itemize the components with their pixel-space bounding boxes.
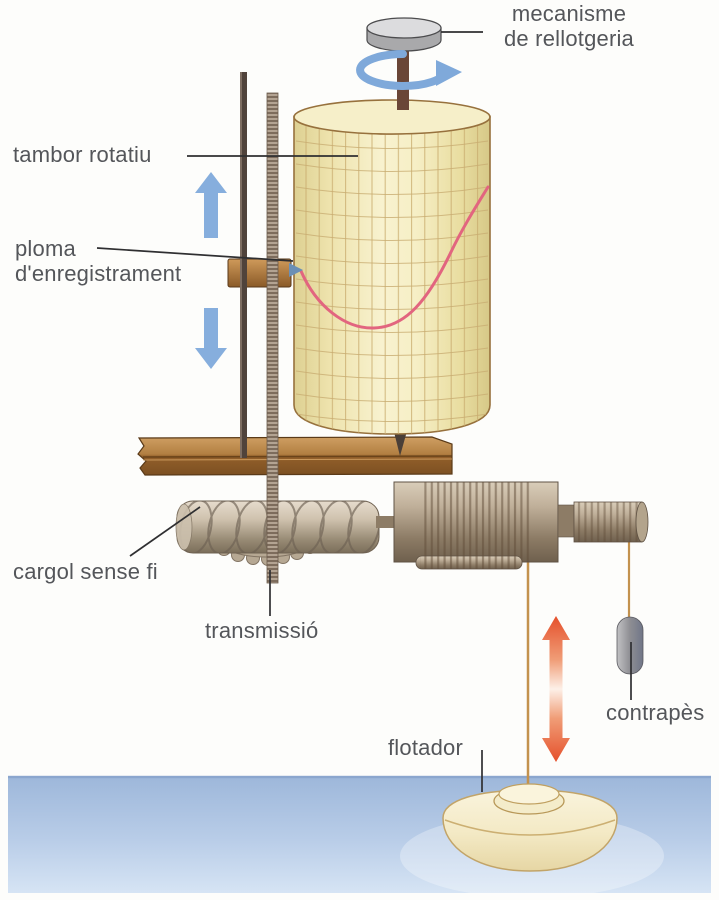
- pen-down-arrow-icon: [195, 308, 227, 369]
- label-worm-screw: cargol sense fi: [13, 559, 158, 584]
- label-recording-pen: ploma d'enregistrament: [15, 236, 182, 286]
- guide-rods: [240, 72, 279, 584]
- pen-up-arrow-icon: [195, 172, 227, 238]
- rotation-arrowhead-icon: [436, 60, 462, 86]
- drum-axle: [557, 504, 575, 538]
- recorded-curve: [299, 185, 490, 330]
- float-motion-arrow-icon: [542, 616, 570, 762]
- pen-carriage: [227, 258, 303, 288]
- recording-drum: [293, 99, 491, 435]
- drive-shaft: [397, 44, 409, 110]
- counterweight-body: [616, 616, 644, 675]
- label-clockwork-line2: de rellotgeria: [504, 25, 634, 51]
- guide-rod: [240, 72, 247, 458]
- label-pen-line1: ploma: [15, 236, 76, 261]
- float-body: [442, 789, 618, 872]
- worm-axle: [376, 516, 396, 528]
- pen-nib: [289, 263, 303, 277]
- float-knob-top: [498, 783, 560, 805]
- leader-pen: [96, 247, 294, 262]
- float-buoy: [442, 783, 618, 872]
- drum-top: [293, 99, 491, 135]
- leader-worm: [129, 506, 201, 557]
- clockwork-mechanism: [356, 17, 462, 110]
- label-counterweight: contrapès: [606, 700, 705, 725]
- float-rim-line: [444, 819, 616, 836]
- leader-lines: [96, 31, 632, 792]
- threaded-rod: [266, 92, 279, 584]
- label-rotating-drum: tambor rotatiu: [13, 142, 152, 167]
- rotation-arrow-icon: [356, 50, 450, 90]
- worm-screw: [175, 500, 396, 554]
- wooden-shelf: [137, 436, 453, 476]
- clockwork-disk-top: [366, 17, 442, 39]
- label-transmission: transmissió: [205, 618, 319, 643]
- label-float: flotador: [388, 735, 463, 760]
- pen-block: [227, 258, 292, 288]
- cable-drum-assembly: [393, 481, 649, 570]
- label-clockwork-line1: mecanisme: [511, 1, 627, 26]
- drum-grid: [294, 117, 490, 434]
- cable-coil: [424, 482, 532, 562]
- label-pen-line2: d'enregistrament: [15, 260, 182, 286]
- label-clockwork-mechanism: mecanisme de rellotgeria: [483, 1, 655, 51]
